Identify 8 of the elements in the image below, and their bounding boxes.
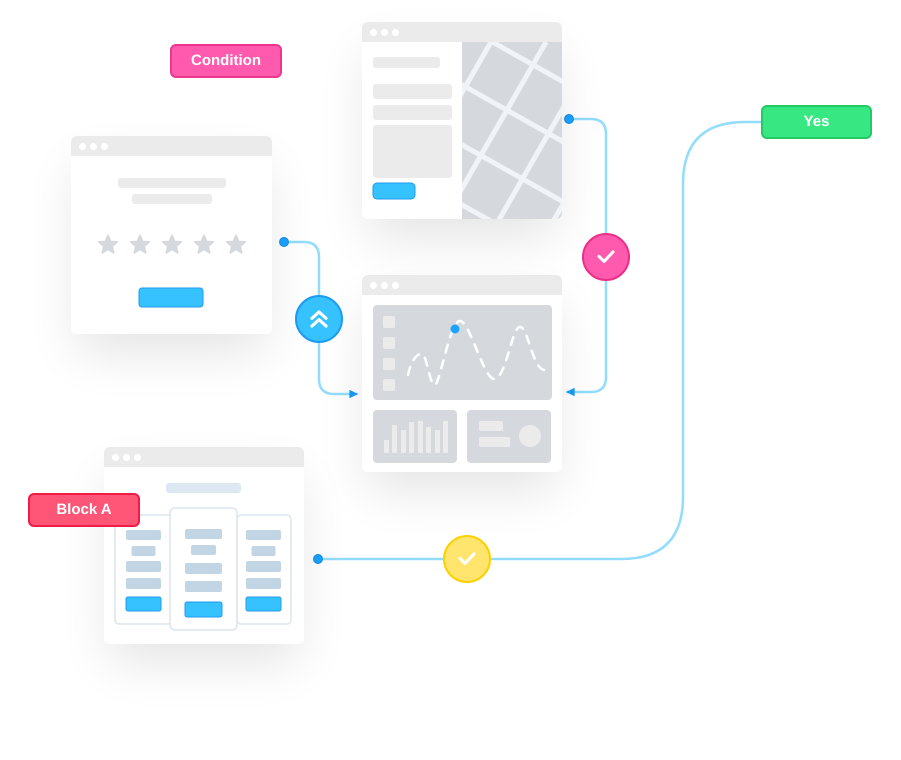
- label-tag: Condition: [170, 44, 282, 78]
- connector-line: [564, 114, 608, 234]
- arrow: [318, 342, 358, 398]
- connector-line: [490, 120, 762, 560]
- label-tag: Yes: [761, 105, 872, 139]
- connector-line: [279, 237, 320, 296]
- arrow: [566, 280, 608, 396]
- connector-line: [313, 554, 444, 564]
